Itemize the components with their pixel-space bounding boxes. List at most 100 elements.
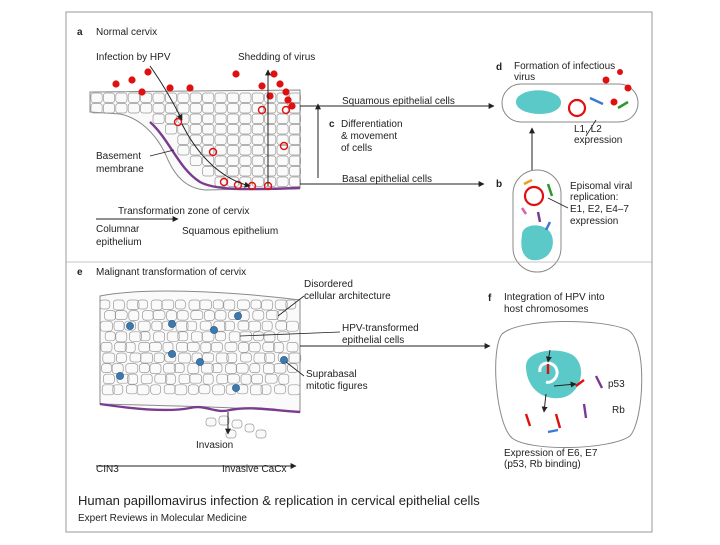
epithelial-cell [276,134,289,145]
protein-orange [523,178,533,186]
viral-episome-b [523,185,545,207]
transformed-epithelial-cell [223,299,236,311]
epithelial-cell [264,134,277,145]
transformed-epithelial-cell [140,373,153,385]
transformed-epithelial-cell [286,342,299,353]
transformed-epithelial-cell [114,342,127,352]
epithelial-cell [289,166,301,177]
epithelial-cell [214,113,227,124]
transformed-epithelial-cell [125,363,139,374]
mitotic-nucleus [196,358,204,366]
epithelial-cell [90,103,103,114]
panel-d: d Formation of infectious virus L1, L2 e… [496,61,639,146]
epithelial-cell [251,166,264,177]
transformed-epithelial-cell [273,342,284,353]
epithelial-cell [264,113,277,124]
virus-particle [258,82,266,90]
epithelial-cell [239,92,252,103]
epithelial-cell [276,145,289,156]
transformed-epithelial-cell [250,299,262,310]
virus-particles [112,68,296,110]
transformed-epithelial-cell [215,352,229,364]
transformed-epithelial-cell [273,363,287,374]
virion-d1 [610,98,618,106]
panel-a-heading: Normal cervix [96,27,157,38]
virus-particle [186,84,194,92]
basement-membrane-line [149,121,301,191]
virus-particle [166,84,174,92]
transformed-epithelial-cell [274,384,286,395]
epithelial-cell [90,92,103,103]
protein-green-b [546,183,554,197]
epithelial-cell [189,145,202,156]
transformed-epithelial-cell [211,363,223,373]
protein-green-d [617,100,629,110]
epithelial-cell [214,145,227,156]
transformed-epithelial-cell [188,384,199,395]
transformed-epithelial-cell [214,310,227,321]
epithelial-cell [214,155,227,166]
transformed-epithelial-cell [237,299,250,310]
mitotic-label-2: mitotic figures [306,381,368,392]
transformed-epithelial-cell [227,373,240,384]
epithelial-cell [214,134,227,145]
epithelial-cell [202,113,215,124]
transformed-epithelial-cell [190,310,204,320]
transformed-epithelial-cell [102,352,116,364]
virion-d4 [617,69,623,75]
epithelial-cell [251,103,264,114]
transformed-epithelial-cell [264,352,275,363]
epithelial-cell [214,92,227,103]
transformed-epithelial-cell [114,310,128,320]
transformed-epithelial-cell [252,310,265,321]
transformed-epithelial-cell [113,320,125,332]
transformed-epithelial-cell [191,331,203,343]
transformed-epithelial-cell [176,310,189,321]
epithelial-cell [202,103,215,114]
transformed-epithelial-cell [140,352,153,364]
transformed-epithelial-cell [104,310,116,321]
epithelial-cell [140,92,153,103]
transformed-epithelial-cell [153,352,165,363]
panel-c-line2: & movement [341,131,397,142]
panel-d-letter: d [496,62,502,73]
epithelial-cell [289,124,301,135]
epithelial-cell [251,145,264,156]
epithelial-cell [251,113,264,124]
epithelial-cell [251,176,264,187]
transformed-epithelial-cell [136,384,150,396]
p53-label: p53 [608,379,625,390]
e6-protein [575,379,585,387]
transformed-epithelial-cell [237,320,250,331]
epithelial-cell [227,124,239,135]
e7-protein-2 [554,413,562,429]
transformed-epithelial-cell [142,310,154,321]
epithelial-cell [227,145,239,156]
epithelial-cell [239,103,252,114]
epithelial-cell [202,134,215,145]
transformed-epithelial-cell [260,384,272,395]
panel-e: e Malignant transformation of cervix Dis… [77,267,491,475]
epithelial-cell [251,92,264,103]
nucleus-b [521,225,553,261]
epithelial-cell [251,134,264,145]
figure-title: Human papillomavirus infection & replica… [78,493,480,508]
transformed-epithelial-cell [287,384,301,396]
protein-purple [536,211,542,223]
epithelial-cell [239,113,252,124]
transformed-epithelial-cell [262,342,276,352]
transformed-epithelial-cell [115,331,128,343]
transformed-epithelial-cell [226,352,238,363]
transformed-epithelial-cell [238,342,249,353]
transformed-epithelial-cell [137,299,148,310]
episome-pointer [547,197,569,209]
columnar-label-1: Columnar [96,224,140,235]
epithelial-cell [251,124,264,135]
transformed-epithelial-cell [202,352,214,363]
transformed-epithelial-cell [129,352,142,363]
epithelial-cell [189,124,202,135]
epithelial-cell [165,92,177,103]
transformed-epithelial-cell [112,384,124,395]
transformed-epithelial-cell [235,363,249,374]
integration-arrow [545,349,552,363]
